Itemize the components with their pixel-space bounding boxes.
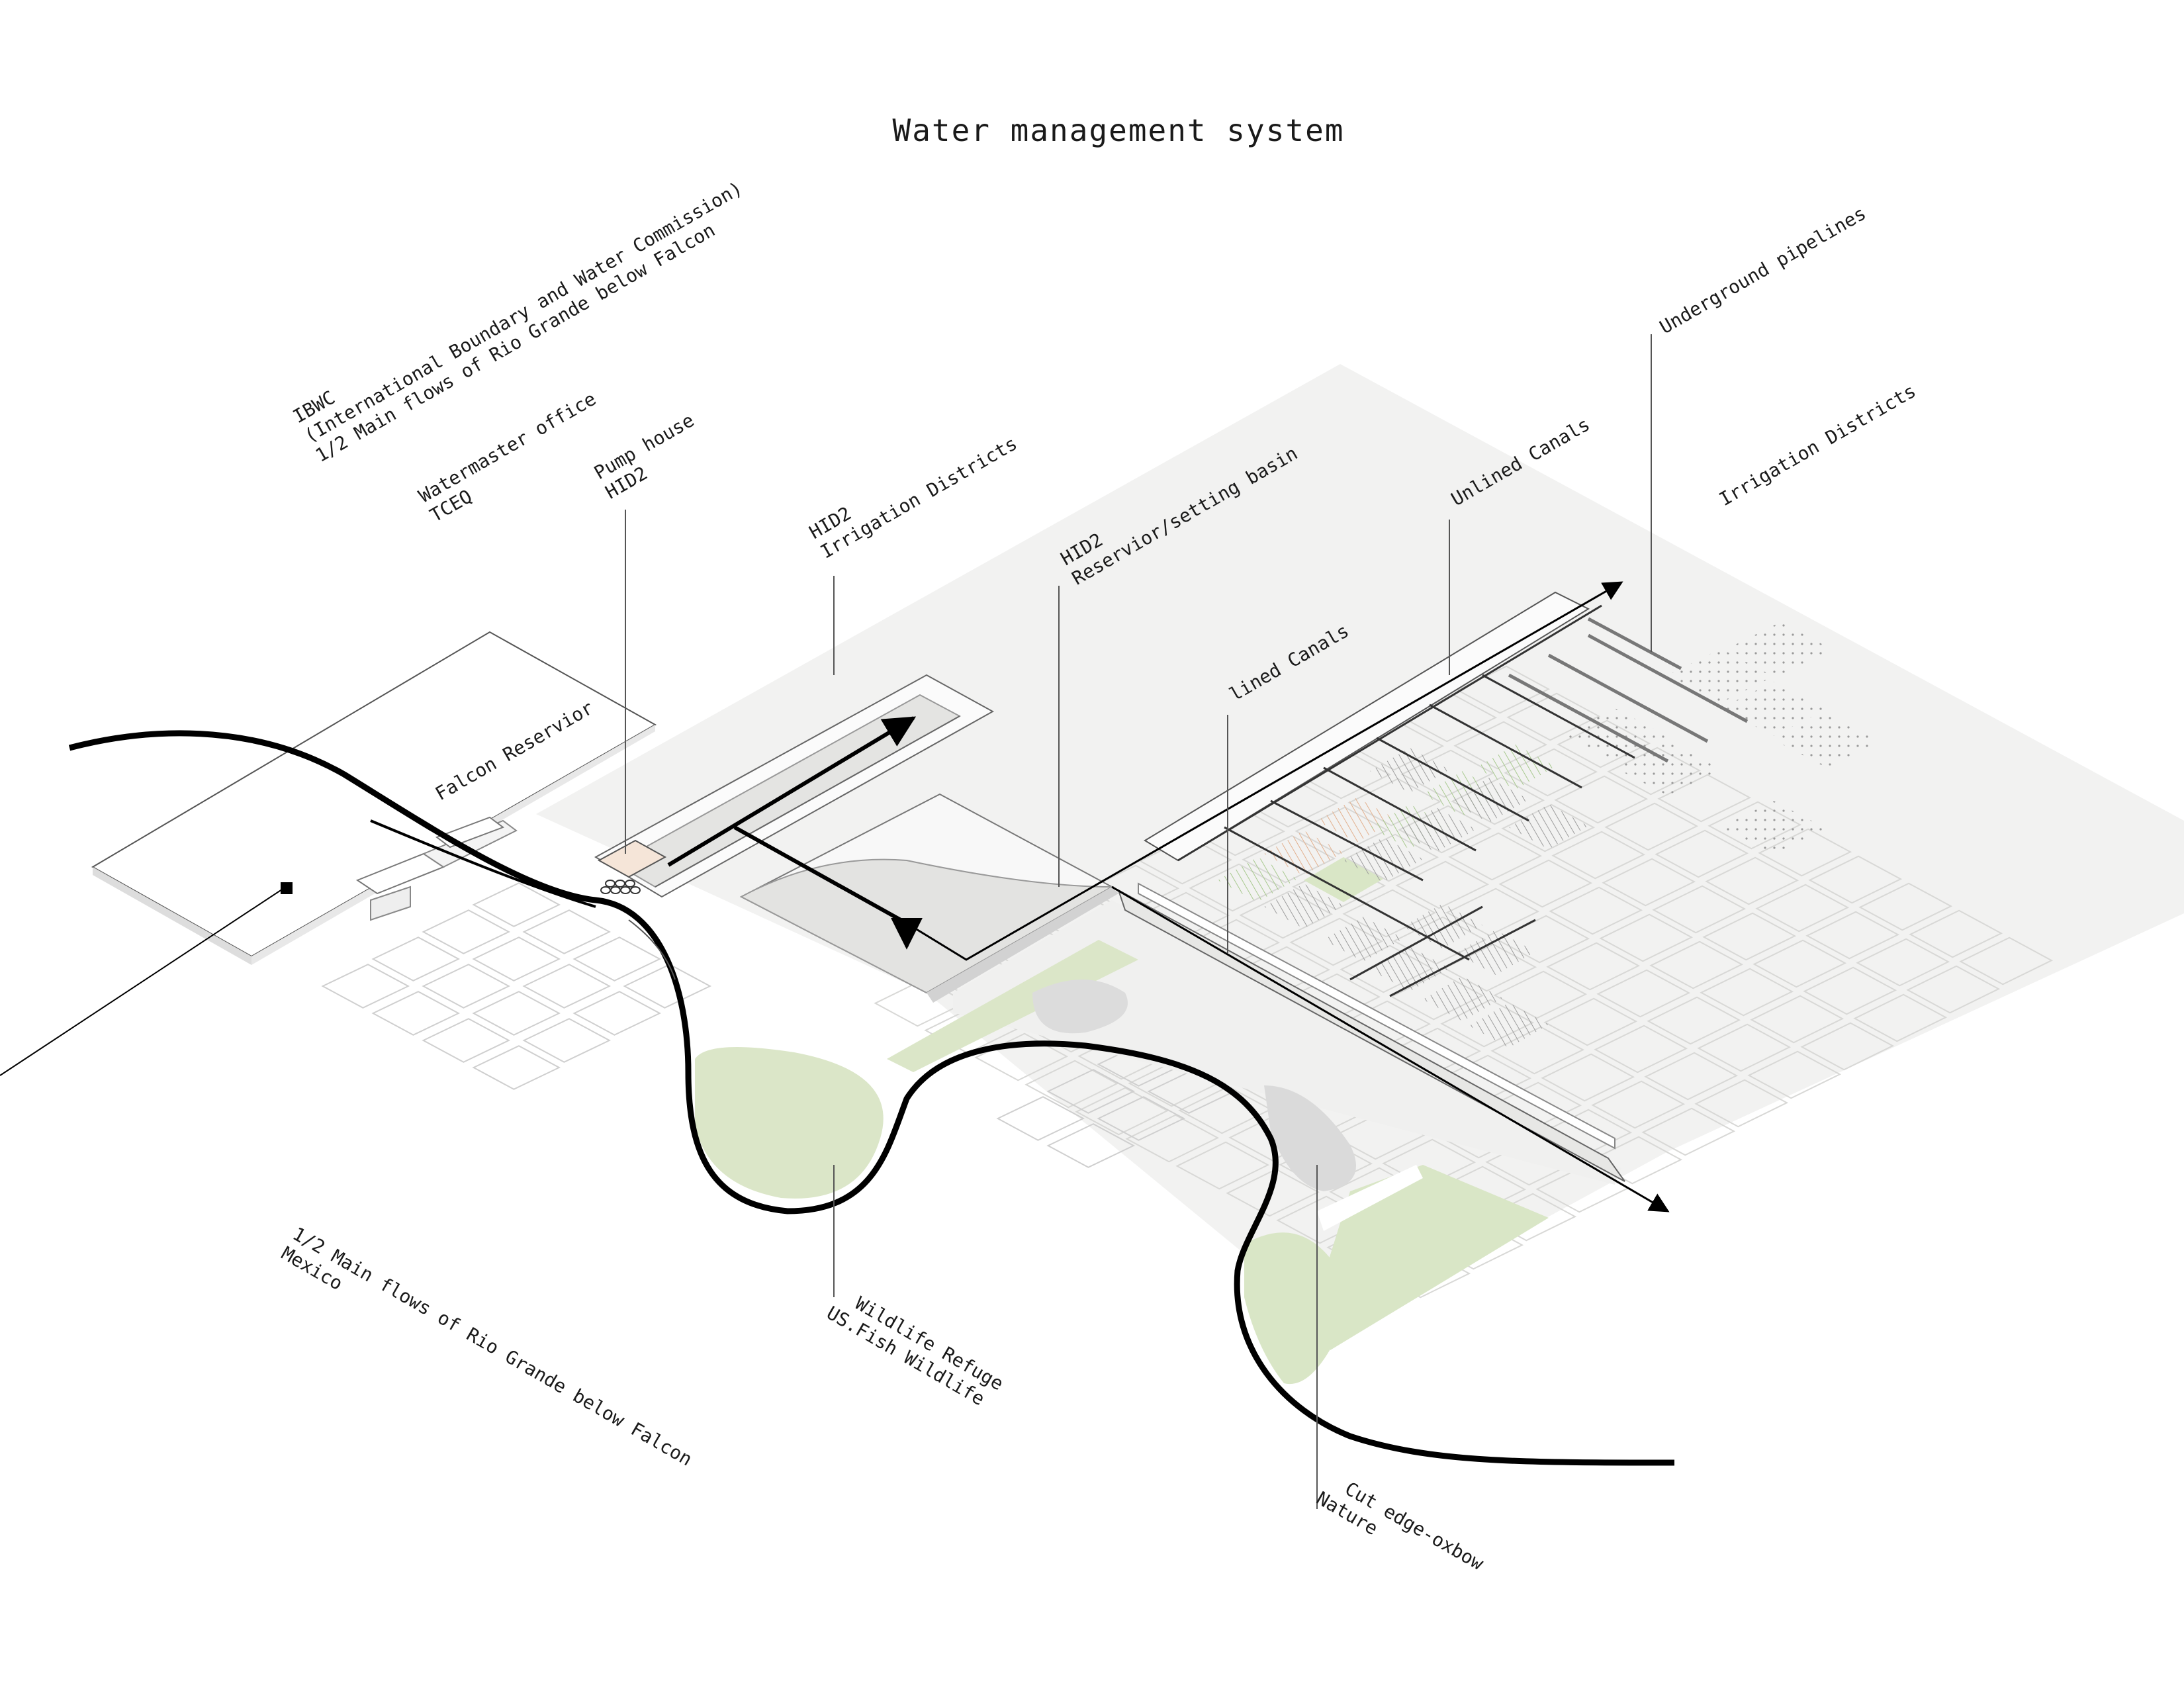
field-cell: [1075, 1087, 1169, 1136]
field-cell: [1448, 832, 1543, 881]
field-cell: [1959, 937, 2054, 985]
field-cell: [1046, 1069, 1136, 1114]
field-cell: [1046, 1123, 1136, 1168]
field-cell: [1655, 829, 1749, 878]
field-cell: [1694, 1079, 1789, 1128]
field-cell: [472, 991, 561, 1036]
field-cell: [522, 909, 612, 954]
field-cell: [472, 882, 561, 927]
field-cell: [1501, 803, 1596, 852]
field-cell: [874, 978, 968, 1027]
pump-house: [597, 839, 667, 894]
green-zones: [695, 940, 1549, 1385]
field-cell: [1546, 942, 1641, 991]
field-cell: [1498, 859, 1593, 908]
field-cell: [1543, 997, 1638, 1046]
field-cell: [1554, 775, 1649, 824]
field-cell: [371, 937, 461, 982]
settling-basin: [739, 793, 1118, 1003]
field-cell: [1752, 939, 1847, 988]
field-cell: [1750, 995, 1844, 1044]
flow-arrows: [0, 581, 1670, 1212]
field-cell: [1705, 856, 1799, 905]
leader-lines: [625, 334, 1652, 1509]
field-cell: [1541, 1053, 1635, 1102]
underground-pipelines: [1508, 617, 1749, 763]
field-cell: [1858, 882, 1953, 931]
field-cell: [1125, 1114, 1220, 1163]
field-cell: [371, 991, 461, 1036]
canal-network-lines: [1177, 604, 1635, 997]
field-cell: [1906, 965, 2001, 1014]
field-cell: [1909, 909, 2003, 958]
field-cell: [1800, 1022, 1895, 1071]
river-split-channel: [370, 819, 596, 908]
label-underground-pipelines: Underground pipelines: [1656, 202, 1870, 338]
field-cell: [1591, 1080, 1686, 1129]
field-cell: [1700, 968, 1794, 1017]
label-irrigation-districts: Irrigation Districts: [1715, 380, 1919, 510]
field-cell: [1647, 996, 1741, 1045]
field-cell: [623, 964, 712, 1009]
field-cell: [1808, 855, 1903, 904]
river-thin-branch: [628, 919, 676, 980]
field-cell: [1641, 1107, 1736, 1156]
field-cell: [1856, 938, 1950, 987]
field-cell: [1175, 1141, 1270, 1190]
page-title: Water management system: [893, 113, 1345, 148]
field-cell: [422, 1018, 511, 1063]
field-cell: [1178, 1085, 1273, 1134]
field-cell: [1803, 966, 1897, 1015]
field-cell: [572, 937, 662, 982]
field-cell: [1596, 969, 1691, 1018]
rio-grande-river: [68, 730, 1675, 1466]
field-cell: [996, 1096, 1085, 1141]
label-watermaster: Watermaster office: [415, 388, 600, 507]
field-cell: [522, 1018, 612, 1063]
field-cell: [1604, 802, 1699, 851]
field-cell: [1551, 831, 1646, 880]
label-ibwc-full: (International Boundary and Water Commis…: [300, 177, 746, 447]
field-cell: [472, 937, 561, 982]
field-cell: [422, 964, 511, 1009]
field-cell: [1649, 940, 1744, 989]
field-cell: [1599, 913, 1694, 962]
field-cell: [1602, 858, 1696, 907]
field-cell: [522, 964, 612, 1009]
mexico-field-grid: [321, 882, 712, 1090]
field-cell: [1697, 1023, 1792, 1072]
field-cell: [1652, 885, 1747, 934]
field-cell: [1138, 836, 1233, 885]
field-cell: [1805, 911, 1900, 960]
field-cell: [572, 991, 662, 1036]
field-cell: [1506, 692, 1601, 741]
label-hid2-irrigation: Irrigation Districts: [817, 432, 1021, 563]
field-cell: [1853, 993, 1948, 1042]
field-cell: [1747, 1050, 1842, 1099]
dotted-fields: [1562, 622, 1880, 855]
field-cell: [1644, 1052, 1739, 1101]
field-cell: [472, 1045, 561, 1090]
field-cell: [1226, 1168, 1320, 1217]
field-cell: [1594, 1025, 1688, 1074]
field-cell: [321, 964, 410, 1009]
field-cell: [1755, 884, 1850, 933]
field-cell: [1097, 1096, 1186, 1141]
crop-fields: [1218, 745, 1588, 1048]
field-cell: [1702, 912, 1797, 961]
label-mexico-flows: 1/2 Main flows of Rio Grande below Falco…: [289, 1222, 696, 1470]
field-cell: [1024, 1060, 1119, 1109]
field-cell: [1549, 886, 1643, 935]
field-cell: [1588, 1136, 1683, 1185]
field-cell: [422, 909, 511, 954]
